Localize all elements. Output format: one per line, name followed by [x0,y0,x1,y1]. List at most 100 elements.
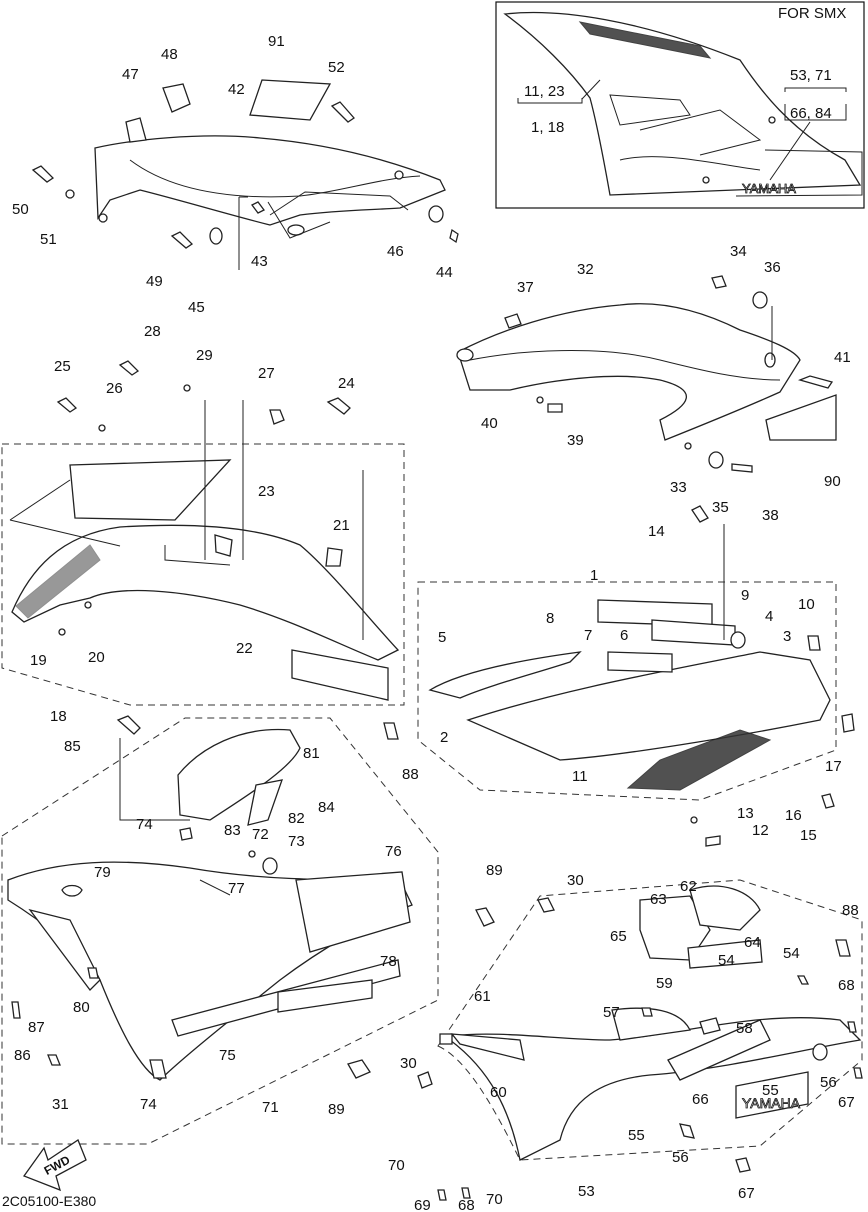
part-number-label: 69 [414,1197,431,1212]
part-number-label: 64 [744,934,761,951]
inset-callout-11-23: 11, 23 1, 18 [517,79,601,136]
part-number-label: 67 [838,1094,855,1111]
part-number-label: 48 [161,46,178,63]
part-number-label: 54 [783,945,800,962]
part-number-label: 86 [14,1047,31,1064]
part-number-label: 57 [603,1004,620,1021]
upper-cowl-group [31,79,459,270]
part-number-label: 73 [288,833,305,850]
part-number-label: 10 [798,596,815,613]
part-number-label: 70 [388,1157,405,1174]
part-number-label: 45 [188,299,205,316]
part-number-label: 35 [712,499,729,516]
part-number-label: 56 [820,1074,837,1091]
part-number-label: 28 [144,323,161,340]
part-number-label: 67 [738,1185,755,1202]
part-number-label: 36 [764,259,781,276]
fwd-arrow: FWD [22,1139,87,1192]
part-number-label: 46 [387,243,404,260]
part-number-label: 16 [785,807,802,824]
part-number-label: 88 [842,902,859,919]
part-number-label: 74 [136,816,153,833]
part-number-label: 78 [380,953,397,970]
part-number-label: 8 [546,610,554,627]
part-number-label: 37 [517,279,534,296]
part-number-label: 18 [50,708,67,725]
part-number-label: 23 [258,483,275,500]
part-number-label: 89 [486,862,503,879]
part-number-label: 51 [40,231,57,248]
part-number-label: 52 [328,59,345,76]
part-number-label: 29 [196,347,213,364]
part-number-label: 33 [670,479,687,496]
part-number-label: 39 [567,432,584,449]
part-number-label: 68 [838,977,855,994]
part-number-label: 30 [567,872,584,889]
part-number-label: 59 [656,975,673,992]
part-number-label: 49 [146,273,163,290]
part-number-label: 31 [52,1096,69,1113]
part-number-label: 61 [474,988,491,1005]
part-number-label: 38 [762,507,779,524]
part-number-label: 83 [224,822,241,839]
inset-callout-label: 1, 18 [531,119,564,136]
part-number-label: 50 [12,201,29,218]
part-number-label: 82 [288,810,305,827]
smx-inset: FOR SMX YAMAHA 11, 23 1, 18 53, 71 66, 8… [495,1,865,209]
part-number-label: 6 [620,627,628,644]
part-number-label: 20 [88,649,105,666]
side-panel-group [417,505,855,847]
part-number-label: 30 [400,1055,417,1072]
part-number-label: 89 [328,1101,345,1118]
part-number-label: 24 [338,375,355,392]
under-cowl-left-group [1,715,439,1145]
part-number-label: 12 [752,822,769,839]
part-number-label: 72 [252,826,269,843]
part-number-label: 90 [824,473,841,490]
part-number-label: 21 [333,517,350,534]
side-cowl-group [1,360,405,706]
part-number-label: 53 [578,1183,595,1200]
part-number-label: 40 [481,415,498,432]
part-number-label: 27 [258,365,275,382]
part-number-label: 25 [54,358,71,375]
catalog-code: 2C05100-E380 [2,1193,96,1209]
part-number-label: 60 [490,1084,507,1101]
part-number-label: 81 [303,745,320,762]
part-number-label: 62 [680,878,697,895]
part-number-label: 75 [219,1047,236,1064]
part-number-label: 76 [385,843,402,860]
part-number-label: 65 [610,928,627,945]
inset-fairing-drawing: YAMAHA [503,11,863,197]
part-number-label: 4 [765,608,773,625]
part-number-label: 55 [628,1127,645,1144]
part-number-label: 80 [73,999,90,1016]
part-number-label: 42 [228,81,245,98]
part-number-label: 14 [648,523,665,540]
part-number-label: 1 [590,567,598,584]
part-number-label: 9 [741,587,749,604]
inset-decal-text: YAMAHA [742,181,796,196]
part-number-label: 88 [402,766,419,783]
part-number-label: 7 [584,627,592,644]
inset-callout-53-71: 53, 71 66, 84 [769,67,847,181]
part-number-label: 63 [650,891,667,908]
part-number-label: 68 [458,1197,475,1212]
part-number-label: 74 [140,1096,157,1113]
frame-cover-group [456,275,837,473]
part-number-label: 87 [28,1019,45,1036]
part-number-label: 19 [30,652,47,669]
part-number-label: 32 [577,261,594,278]
part-number-label: 58 [736,1020,753,1037]
part-number-label: 84 [318,799,335,816]
part-number-label: 11 [572,768,588,785]
part-number-label: 3 [783,628,791,645]
part-number-label: 71 [262,1099,279,1116]
part-number-label: 22 [236,640,253,657]
part-number-label: 41 [834,349,851,366]
part-number-label: 13 [737,805,754,822]
part-number-label: 79 [94,864,111,881]
inset-callout-label: 66, 84 [790,105,832,122]
